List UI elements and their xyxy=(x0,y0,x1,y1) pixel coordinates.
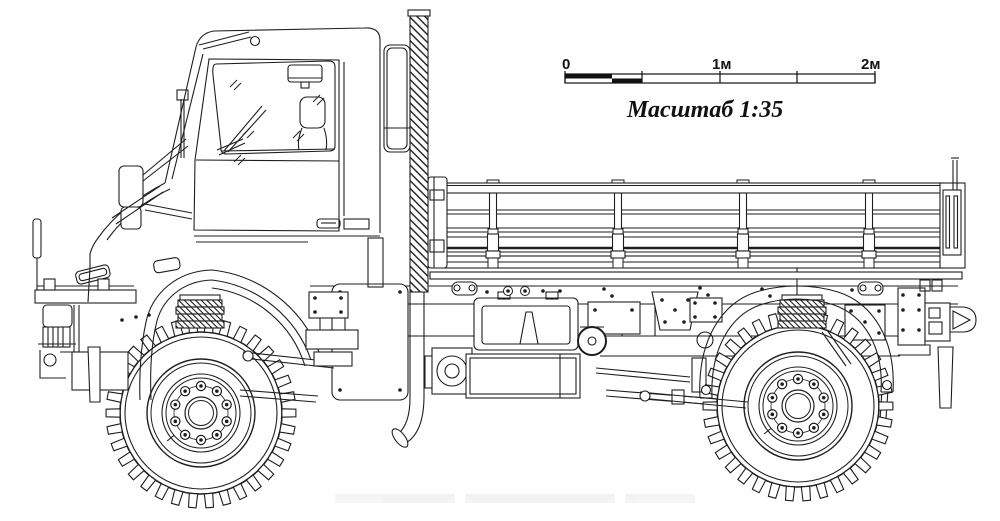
scale-label-2m: 2м xyxy=(861,56,880,73)
cargo-bed-group xyxy=(427,157,966,296)
front-wheel xyxy=(105,317,297,509)
rear-wheel xyxy=(702,310,894,502)
scale-bar: 0 1м 2м Масштаб 1:35 xyxy=(562,56,880,123)
suspension-and-fenders-group xyxy=(76,262,894,409)
scale-caption: Масштаб 1:35 xyxy=(626,97,783,123)
scale-label-0: 0 xyxy=(562,56,570,73)
watermark xyxy=(335,494,695,503)
scale-label-1m: 1м xyxy=(712,56,731,73)
cab-group xyxy=(87,9,431,303)
front-end-group xyxy=(32,218,181,403)
